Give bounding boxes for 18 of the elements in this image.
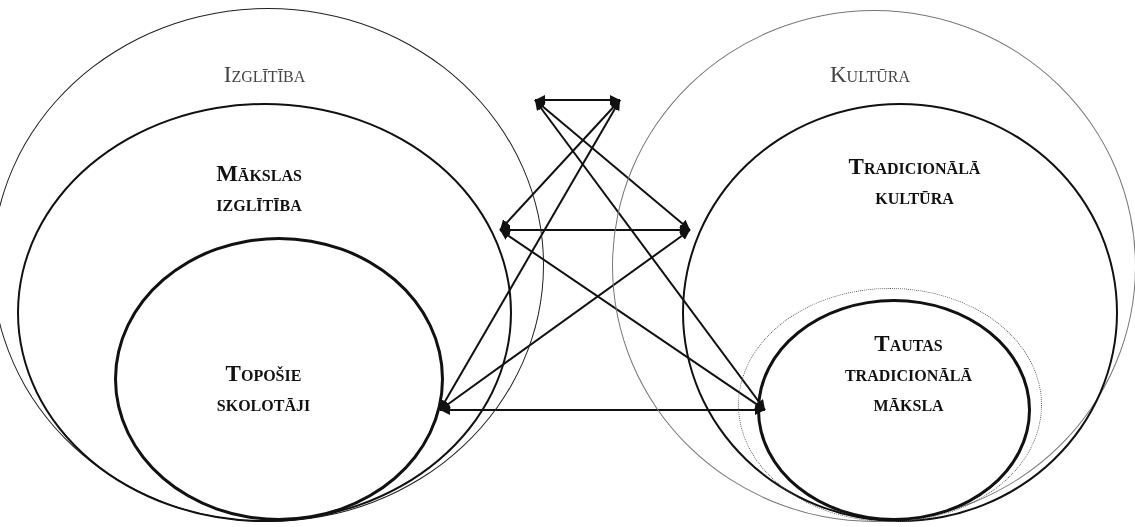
double-arrow	[439, 229, 691, 411]
double-arrow	[534, 99, 766, 411]
ellipse	[16, 102, 512, 522]
circle-label: Topošie skolotāji	[215, 359, 312, 418]
circle	[114, 237, 444, 521]
double-arrow	[499, 229, 766, 411]
double-arrow	[499, 99, 621, 231]
circle	[757, 299, 1031, 521]
circle-label: Tautas tradicionālā māksla	[843, 329, 974, 418]
ellipse	[682, 103, 1118, 522]
double-arrow	[534, 95, 621, 105]
circle-label: Mākslas izglītība	[215, 160, 303, 218]
circle-label: Tradicionālā kultūra	[847, 152, 982, 211]
ellipse	[612, 10, 1135, 522]
circle-label: Izglītība	[222, 60, 307, 89]
double-arrow	[534, 99, 691, 231]
double-arrow	[439, 405, 766, 415]
circle-label: Kultūra	[829, 61, 911, 89]
